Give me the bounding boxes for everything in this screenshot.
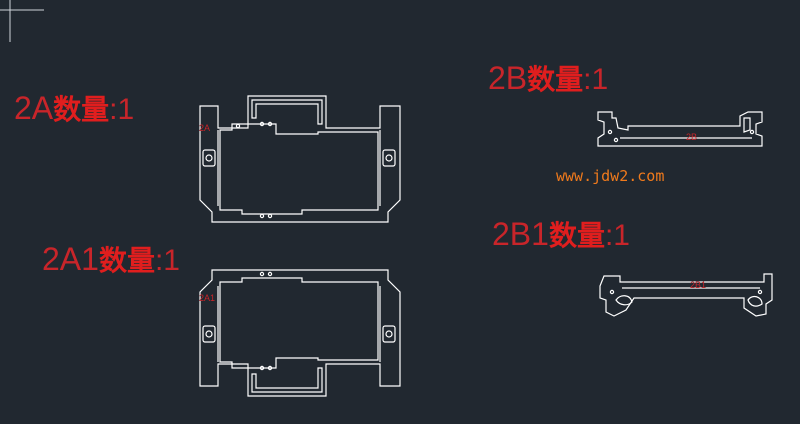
profile-2a1-outline bbox=[199, 269, 401, 397]
label-part-2b: 2B数量:1 bbox=[488, 62, 608, 95]
label-part-2b1-qty-text: 数量 bbox=[548, 219, 605, 252]
label-part-2a: 2A数量:1 bbox=[14, 92, 134, 125]
label-part-2b-qty-text: 数量 bbox=[527, 63, 584, 96]
crosshair-cursor-icon bbox=[0, 0, 44, 42]
profile-2a-outline bbox=[199, 95, 401, 223]
tag-part-2a1: 2A1 bbox=[199, 293, 216, 303]
label-part-2a1-code: 2A1 bbox=[42, 241, 99, 277]
label-part-2a1-qty-value: :1 bbox=[154, 244, 180, 277]
label-part-2b-qty-value: :1 bbox=[583, 63, 609, 96]
label-part-2a-qty-value: :1 bbox=[109, 93, 135, 126]
label-part-2b1-qty-value: :1 bbox=[604, 219, 630, 252]
watermark-url: www.jdw2.com bbox=[556, 167, 665, 185]
label-part-2a-qty-text: 数量 bbox=[53, 93, 110, 126]
label-part-2a1-qty-text: 数量 bbox=[98, 244, 155, 277]
profile-2b-outline bbox=[597, 111, 763, 147]
tag-part-2a: 2A bbox=[199, 123, 211, 133]
label-part-2a1: 2A1数量:1 bbox=[42, 243, 180, 276]
label-part-2b1: 2B1数量:1 bbox=[492, 218, 630, 251]
tag-part-2b: 2B bbox=[686, 132, 698, 142]
label-part-2a-code: 2A bbox=[14, 90, 54, 126]
label-part-2b1-code: 2B1 bbox=[492, 216, 549, 252]
profile-2b1-outline bbox=[599, 273, 773, 317]
label-part-2b-code: 2B bbox=[488, 60, 528, 96]
tag-part-2b1: 2B1 bbox=[690, 280, 707, 290]
